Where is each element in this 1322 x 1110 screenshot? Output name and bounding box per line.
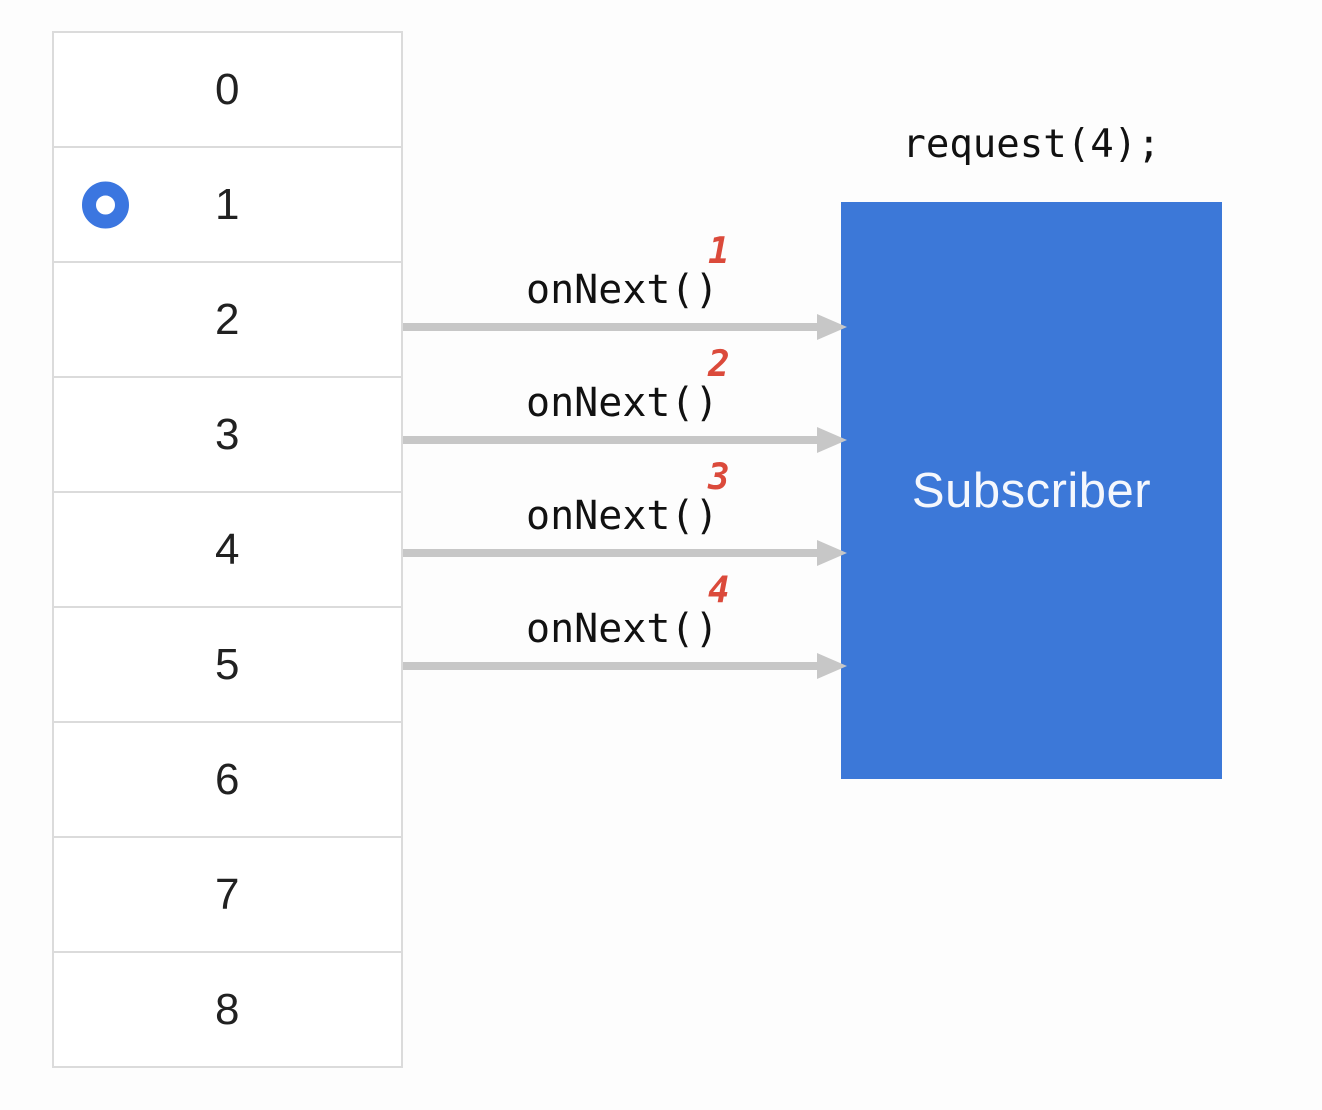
buffer-row-4: 4 [54,493,401,608]
buffer-row-7: 7 [54,838,401,953]
buffer-item-label: 3 [215,409,240,459]
buffer-item-label: 8 [215,984,240,1034]
buffer-item-label: 2 [215,294,240,344]
onnext-label: onNext() [526,606,719,652]
onnext-arrow-icon [403,653,847,679]
buffer-row-5: 5 [54,608,401,723]
arrow-shaft [403,436,823,444]
source-buffer-list: 0 1 2 3 4 5 6 7 8 [52,31,403,1068]
buffer-row-1: 1 [54,148,401,263]
event-sequence-number: 3 [708,457,730,498]
onnext-arrow-icon [403,314,847,340]
arrow-head [817,427,847,453]
onnext-label: onNext() [526,493,719,539]
buffer-row-2: 2 [54,263,401,378]
buffer-row-3: 3 [54,378,401,493]
onnext-arrow-icon [403,427,847,453]
onnext-arrow-icon [403,540,847,566]
buffer-item-label: 6 [215,754,240,804]
onnext-label: onNext() [526,267,719,313]
subscriber-label: Subscriber [911,463,1152,518]
buffer-row-0: 0 [54,33,401,148]
event-sequence-number: 1 [708,231,730,272]
arrow-shaft [403,549,823,557]
subscriber-box: Subscriber [841,202,1222,779]
buffer-item-label: 0 [215,64,240,114]
arrow-head [817,540,847,566]
buffer-row-8: 8 [54,953,401,1066]
buffer-item-label: 7 [215,869,240,919]
buffer-row-6: 6 [54,723,401,838]
arrow-shaft [403,662,823,670]
onnext-label: onNext() [526,380,719,426]
buffer-item-label: 4 [215,524,240,574]
buffer-item-label: 1 [215,179,240,229]
event-sequence-number: 2 [708,344,730,385]
arrow-head [817,653,847,679]
arrow-shaft [403,323,823,331]
current-position-marker-icon [82,181,129,228]
request-label: request(4); [902,122,1161,167]
event-sequence-number: 4 [708,570,730,611]
arrow-head [817,314,847,340]
buffer-item-label: 5 [215,639,240,689]
